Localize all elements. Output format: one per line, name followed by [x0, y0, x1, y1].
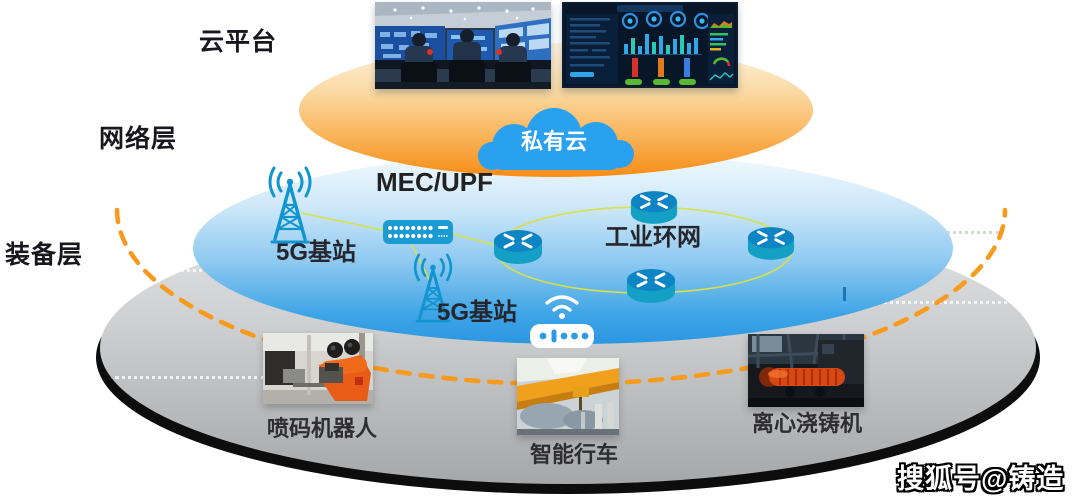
- base-station-label-2: 5G基站: [437, 299, 518, 326]
- device-layer-label: 装备层: [5, 241, 84, 269]
- 5g-tower-icon: [413, 253, 453, 323]
- control-room-photo: [375, 2, 551, 89]
- network-layer-ellipse: [193, 152, 953, 344]
- base-station-label-1: 5G基站: [276, 239, 357, 266]
- halftone-stripe: [115, 376, 265, 379]
- inkjet-robot-label: 喷码机器人: [266, 416, 377, 441]
- sohu-watermark: 搜狐号@铸造云: [897, 464, 1065, 494]
- mec-upf-label: MEC/UPF: [376, 167, 493, 197]
- router-icon: [494, 230, 542, 264]
- cloud-layer-label: 云平台: [199, 28, 278, 56]
- tick-mark: [843, 287, 846, 301]
- smart-crane-label: 智能行车: [529, 442, 618, 467]
- router-icon: [630, 191, 678, 224]
- smart-crane-photo: [517, 358, 619, 435]
- switch-icon: [383, 220, 453, 244]
- router-icon: [747, 227, 795, 260]
- inkjet-robot-photo: [263, 333, 373, 404]
- router-icon: [627, 269, 675, 303]
- 5g-tower-icon: [268, 166, 312, 244]
- centrifugal-caster-label: 离心浇铸机: [751, 411, 862, 436]
- private-cloud-label: 私有云: [520, 129, 587, 154]
- dashboard-photo: [562, 2, 738, 88]
- network-layer-label: 网络层: [99, 125, 178, 153]
- industrial-ring-label: 工业环网: [605, 224, 701, 251]
- private-cloud-icon: [478, 108, 634, 170]
- wifi-ap-icon: [530, 295, 594, 348]
- centrifugal-caster-photo: [748, 334, 864, 407]
